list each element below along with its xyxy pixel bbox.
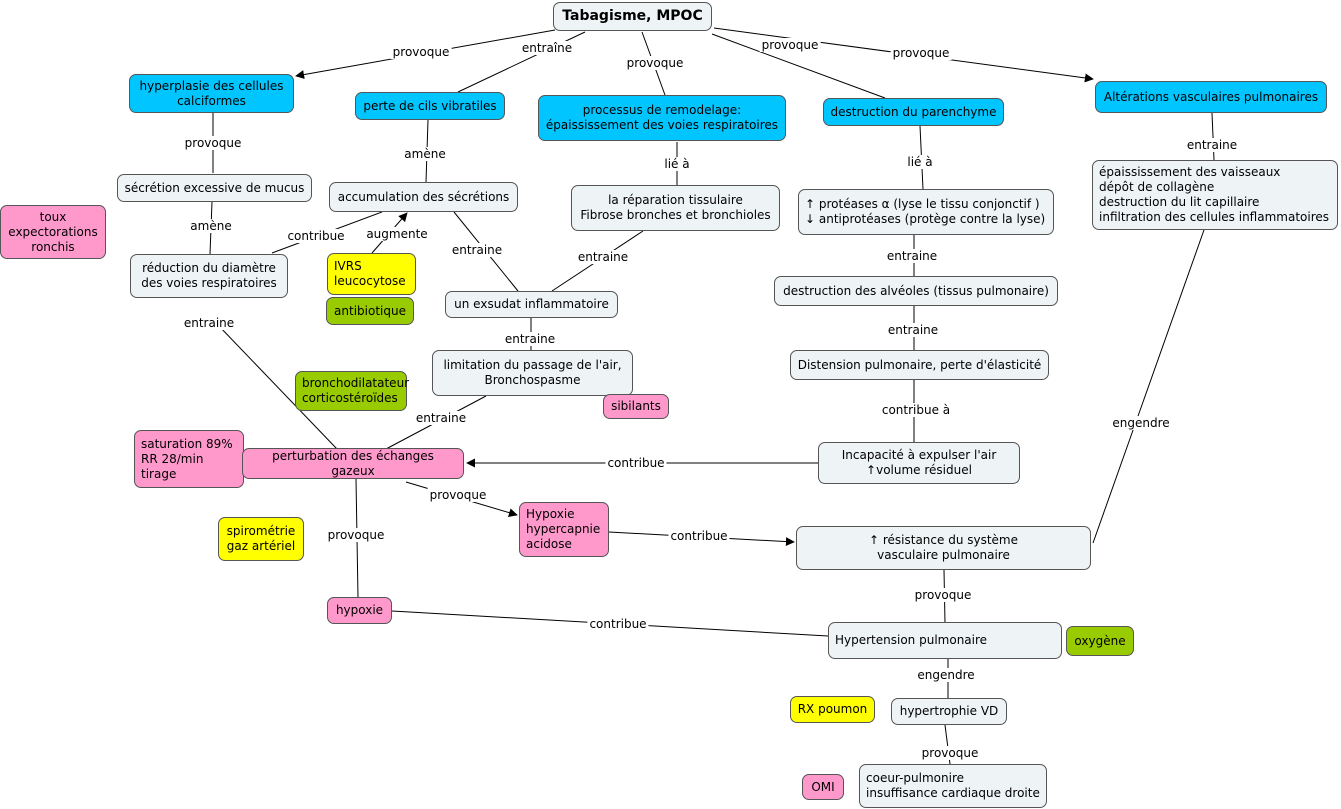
- node-omi[interactable]: OMI: [802, 774, 844, 800]
- link-label-hypoxie-hypertension: contribue: [587, 617, 649, 631]
- node-distension[interactable]: Distension pulmonaire, perte d'élasticit…: [790, 350, 1049, 380]
- link-label-vasculaires-epaississement: entraine: [1184, 138, 1240, 152]
- link-label-ivrs-accumulation: augmente: [364, 227, 430, 241]
- node-resistance-vasculaire[interactable]: ↑ résistance du système vasculaire pulmo…: [796, 526, 1091, 570]
- link-label-reparation-exsudat: entraine: [575, 250, 631, 264]
- link-label-hypoxie-hypercapnie-resistance: contribue: [668, 529, 730, 543]
- node-reparation-tissulaire[interactable]: la réparation tissulaire Fibrose bronche…: [571, 185, 780, 231]
- link-vasculaires-epaississement: [1211, 112, 1215, 161]
- node-hypoxie[interactable]: hypoxie: [327, 597, 392, 624]
- node-perturbation-echanges[interactable]: perturbation des échanges gazeux: [242, 448, 464, 479]
- link-reduction-perturbation: [217, 324, 338, 450]
- link-label-accumulation-exsudat: entraine: [449, 243, 505, 257]
- node-exsudat[interactable]: un exsudat inflammatoire: [445, 291, 618, 318]
- link-label-distension-incapacite: contribue à: [879, 403, 953, 417]
- node-rx-poumon[interactable]: RX poumon: [790, 696, 875, 723]
- node-hyperplasie[interactable]: hyperplasie des cellules calciformes: [129, 74, 294, 113]
- link-label-limitation-perturbation: entraine: [413, 411, 469, 425]
- link-label-root-parenchyme: provoque: [759, 38, 821, 52]
- node-hypertension[interactable]: Hypertension pulmonaire: [828, 622, 1062, 659]
- link-label-perturbation-hypoxie: provoque: [325, 528, 387, 542]
- node-alterations-vasculaires[interactable]: Altérations vasculaires pulmonaires: [1095, 81, 1327, 113]
- node-epaississement-vaisseaux[interactable]: épaississement des vaisseaux dépôt de co…: [1092, 160, 1338, 230]
- link-root-parenchyme: [711, 33, 886, 99]
- link-label-root-cils: entraîne: [519, 41, 575, 55]
- link-label-perturbation-hypoxie-hypercapnie: provoque: [427, 488, 489, 502]
- node-saturation[interactable]: saturation 89% RR 28/min tirage: [134, 430, 244, 488]
- node-proteases[interactable]: ↑ protéases α (lyse le tissu conjonctif …: [798, 189, 1054, 235]
- node-perte-cils[interactable]: perte de cils vibratiles: [355, 92, 505, 120]
- node-spirometrie[interactable]: spirométrie gaz artériel: [218, 517, 304, 561]
- link-label-resistance-hypertension: provoque: [912, 588, 974, 602]
- node-bronchodilatateur[interactable]: bronchodilatateur corticostéroïdes: [295, 371, 409, 411]
- link-label-root-hyperplasie: provoque: [390, 45, 452, 59]
- node-destruction-alveoles[interactable]: destruction des alvéoles (tissus pulmona…: [774, 276, 1058, 306]
- link-label-root-vasculaires: provoque: [890, 46, 952, 60]
- link-label-incapacite-perturbation: contribue: [605, 456, 667, 470]
- link-label-root-remodelage: provoque: [624, 56, 686, 70]
- node-accumulation-secretions[interactable]: accumulation des sécrétions: [329, 182, 518, 212]
- link-label-proteases-alveoles: entraine: [884, 249, 940, 263]
- link-label-reduction-perturbation: entraine: [181, 316, 237, 330]
- node-hypoxie-hypercapnie[interactable]: Hypoxie hypercapnie acidose: [519, 502, 609, 557]
- link-label-remodelage-reparation: lié à: [662, 157, 692, 171]
- node-root-tabagisme[interactable]: Tabagisme, MPOC: [553, 2, 712, 31]
- node-antibiotique[interactable]: antibiotique: [326, 297, 414, 325]
- node-remodelage[interactable]: processus de remodelage: épaississement …: [538, 95, 786, 141]
- link-label-hypertension-hypertrophie: engendre: [915, 668, 977, 682]
- link-label-alveoles-distension: entraine: [885, 323, 941, 337]
- node-coeur-pulmonaire[interactable]: coeur-pulmonire insuffisance cardiaque d…: [859, 764, 1047, 808]
- link-label-exsudat-limitation: entraine: [502, 332, 558, 346]
- node-parenchyme[interactable]: destruction du parenchyme: [823, 98, 1004, 126]
- link-epaississement-resistance: [1092, 229, 1205, 544]
- link-label-parenchyme-proteases: lié à: [905, 155, 935, 169]
- link-label-epaississement-resistance: engendre: [1110, 416, 1172, 430]
- node-secretion-mucus[interactable]: sécrétion excessive de mucus: [117, 174, 312, 202]
- node-ivrs[interactable]: IVRS leucocytose: [327, 253, 416, 295]
- link-label-hypertrophie-coeur: provoque: [919, 746, 981, 760]
- link-label-hyperplasie-mucus: provoque: [182, 136, 244, 150]
- node-hypertrophie-vd[interactable]: hypertrophie VD: [891, 698, 1007, 725]
- node-oxygene[interactable]: oxygène: [1066, 626, 1134, 656]
- node-reduction-diametre[interactable]: réduction du diamètre des voies respirat…: [130, 254, 288, 298]
- link-label-reduction-accumulation: contribue: [285, 229, 347, 243]
- node-limitation-air[interactable]: limitation du passage de l'air, Bronchos…: [432, 350, 633, 396]
- node-toux[interactable]: toux expectorations ronchis: [0, 205, 106, 259]
- node-sibilants[interactable]: sibilants: [603, 394, 669, 419]
- node-incapacite-expulser[interactable]: Incapacité à expulser l'air ↑volume rési…: [818, 442, 1020, 484]
- link-label-mucus-reduction: amène: [188, 219, 234, 233]
- link-label-cils-accumulation: amène: [402, 147, 448, 161]
